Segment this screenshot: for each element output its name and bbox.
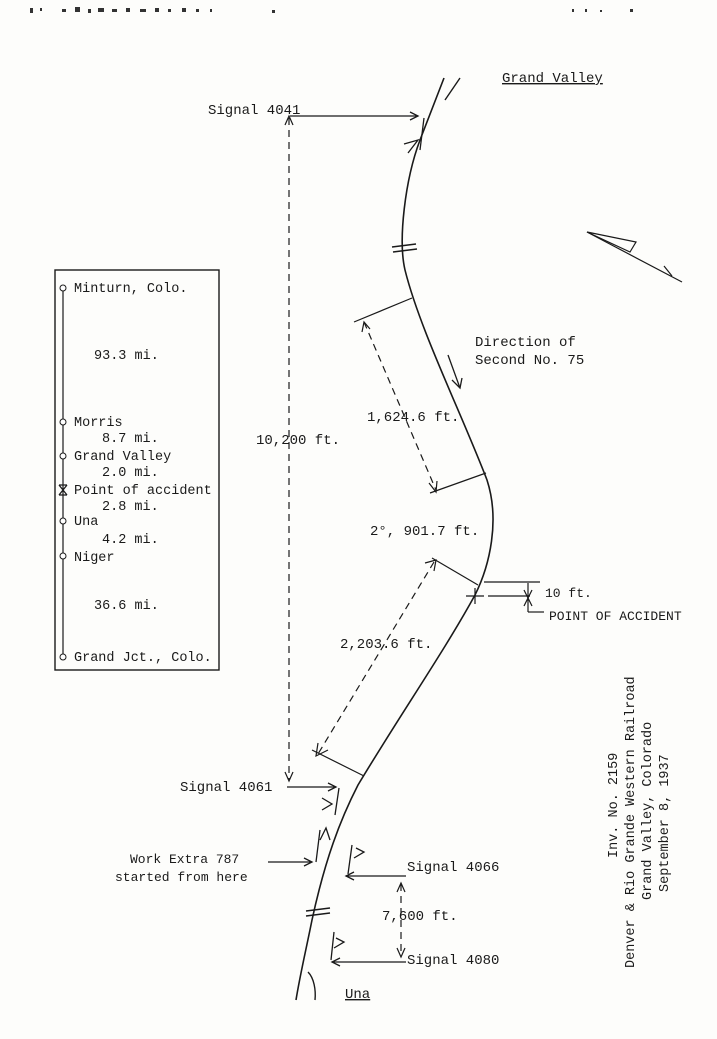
track-break-top xyxy=(391,243,418,253)
label-signal-4041: Signal 4041 xyxy=(208,103,300,119)
station-marker xyxy=(59,284,67,292)
station-marker xyxy=(59,653,67,661)
label-dist-10: 10 ft. xyxy=(545,586,592,601)
main-track xyxy=(295,77,494,1001)
label-signal-4066: Signal 4066 xyxy=(407,860,499,876)
station-gap: 36.6 mi. xyxy=(94,599,159,614)
station-name: Grand Valley xyxy=(74,450,171,465)
station-marker xyxy=(59,552,67,560)
direction-arrow-icon xyxy=(447,354,463,390)
label-signal-4080: Signal 4080 xyxy=(407,953,499,969)
label-work-extra-line1: Work Extra 787 xyxy=(130,852,239,867)
signal-4080-symbol xyxy=(330,931,406,967)
station-legend: Minturn, Colo. 93.3 mi. Morris 8.7 mi. G… xyxy=(54,269,220,671)
siding-track-bottom xyxy=(307,971,316,1001)
station-marker xyxy=(59,517,67,525)
label-dist-curve: 2°, 901.7 ft. xyxy=(370,524,479,540)
dim-7600 xyxy=(396,881,406,959)
siding-track-top xyxy=(444,77,461,101)
label-direction-line2: Second No. 75 xyxy=(475,353,584,369)
station-gap: 2.8 mi. xyxy=(102,500,159,515)
label-signal-4061: Signal 4061 xyxy=(180,780,272,796)
legend-frame xyxy=(54,269,220,671)
label-point-of-accident: POINT OF ACCIDENT xyxy=(549,609,682,624)
work-extra-start-marker xyxy=(268,826,331,867)
accident-point-marker xyxy=(466,581,544,613)
station-gap: 2.0 mi. xyxy=(102,466,159,481)
signal-4061-symbol xyxy=(287,782,340,816)
north-arrow-icon xyxy=(586,231,683,283)
dim-10200 xyxy=(284,114,294,783)
track-break-bottom xyxy=(305,907,331,917)
label-work-extra-line2: started from here xyxy=(115,870,248,885)
signal-4066-symbol xyxy=(344,844,406,881)
label-grand-valley: Grand Valley xyxy=(502,71,603,87)
station-name: Niger xyxy=(74,551,115,566)
caption-line1: Inv. No. 2159 xyxy=(607,753,622,858)
station-gap: 4.2 mi. xyxy=(102,533,159,548)
label-direction-line1: Direction of xyxy=(475,335,576,351)
station-marker xyxy=(59,418,67,426)
signal-4041-symbol xyxy=(290,111,425,154)
station-name: Grand Jct., Colo. xyxy=(74,651,212,666)
station-name: Minturn, Colo. xyxy=(74,282,187,297)
label-una: Una xyxy=(345,987,370,1003)
station-marker xyxy=(59,452,67,460)
label-dist-10200: 10,200 ft. xyxy=(256,433,340,449)
caption-line3: Grand Valley, Colorado xyxy=(641,722,656,900)
station-name: Una xyxy=(74,515,98,530)
label-dist-7600: 7,600 ft. xyxy=(382,909,458,925)
label-dist-1624: 1,624.6 ft. xyxy=(367,410,459,426)
caption-line2: Denver & Rio Grande Western Railroad xyxy=(624,676,639,968)
caption-line4: September 8, 1937 xyxy=(658,754,673,892)
caption-block: Inv. No. 2159 Denver & Rio Grande Wester… xyxy=(607,676,673,968)
accident-cross-icon xyxy=(58,484,68,496)
station-gap: 93.3 mi. xyxy=(94,349,159,364)
label-dist-2203: 2,203.6 ft. xyxy=(340,637,432,653)
station-name: Morris xyxy=(74,416,123,431)
scan-noise xyxy=(30,7,633,13)
dim-1624 xyxy=(353,297,487,494)
dim-2203 xyxy=(311,557,479,777)
station-gap: 8.7 mi. xyxy=(102,432,159,447)
station-name: Point of accident xyxy=(74,484,212,499)
